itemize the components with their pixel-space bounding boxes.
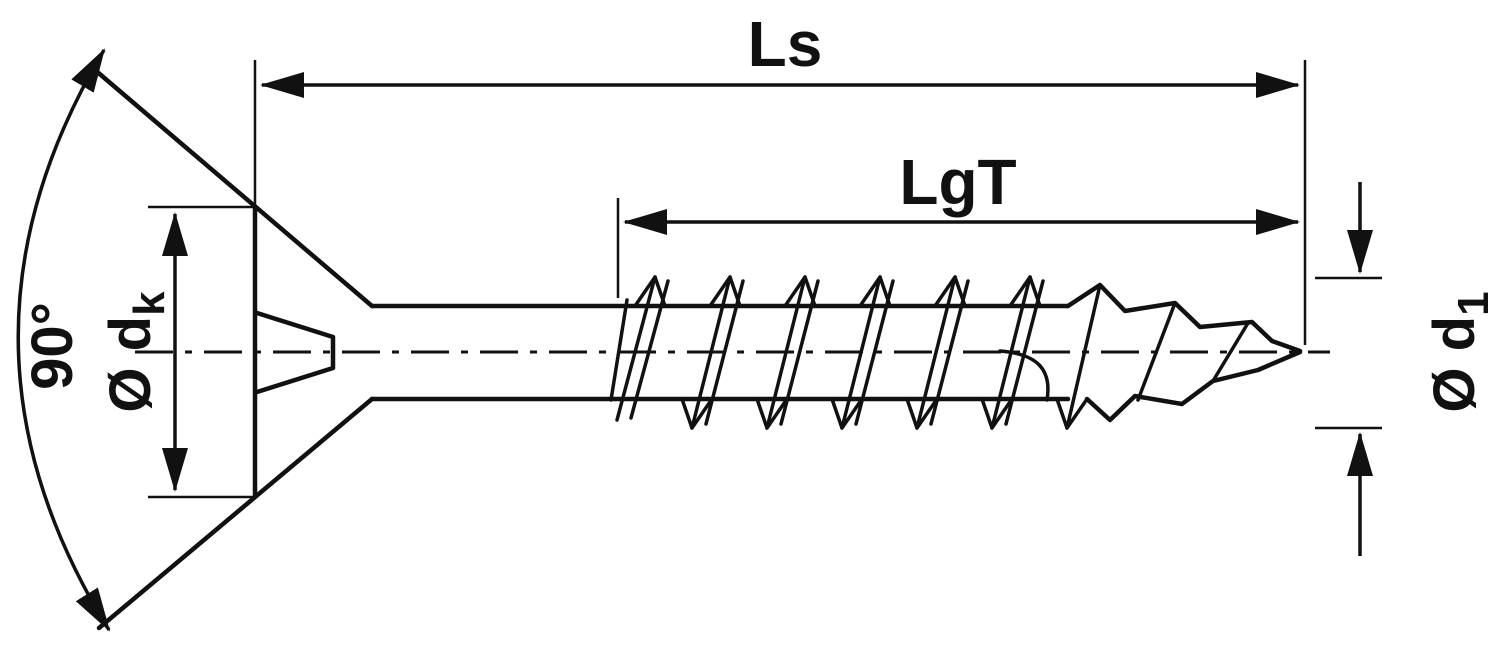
angle-arc [16, 48, 111, 632]
d1-label: Ø d1 [1422, 291, 1498, 412]
cone-line-top [92, 67, 375, 309]
tip-thread-flanks [1065, 283, 1250, 430]
ls-label: Ls [748, 8, 823, 80]
cut-point-notch [998, 349, 1050, 402]
thread-start-line [609, 298, 629, 402]
lgt-label: LgT [899, 146, 1016, 218]
screw-head [92, 67, 375, 631]
screw-thread [615, 275, 1089, 430]
dimension-head-angle: 90° [16, 48, 111, 632]
dimension-outer-diameter: Ø d1 [1315, 182, 1498, 556]
thread-crests-bottom [680, 397, 1089, 430]
dimension-total-length: Ls [253, 8, 1307, 345]
screw-tip [1065, 282, 1303, 430]
thread-flanks [615, 275, 1045, 430]
cone-line-bottom [96, 396, 375, 631]
angle-label: 90° [20, 302, 85, 390]
tip-bottom-edge [1084, 349, 1303, 423]
drive-recess [254, 310, 336, 395]
dimension-thread-length: LgT [616, 146, 1300, 298]
screw-shank [369, 298, 1071, 402]
dk-label: Ø dk [98, 291, 174, 413]
tip-top-edge [1065, 282, 1303, 354]
thread-crests-top [633, 275, 1042, 308]
